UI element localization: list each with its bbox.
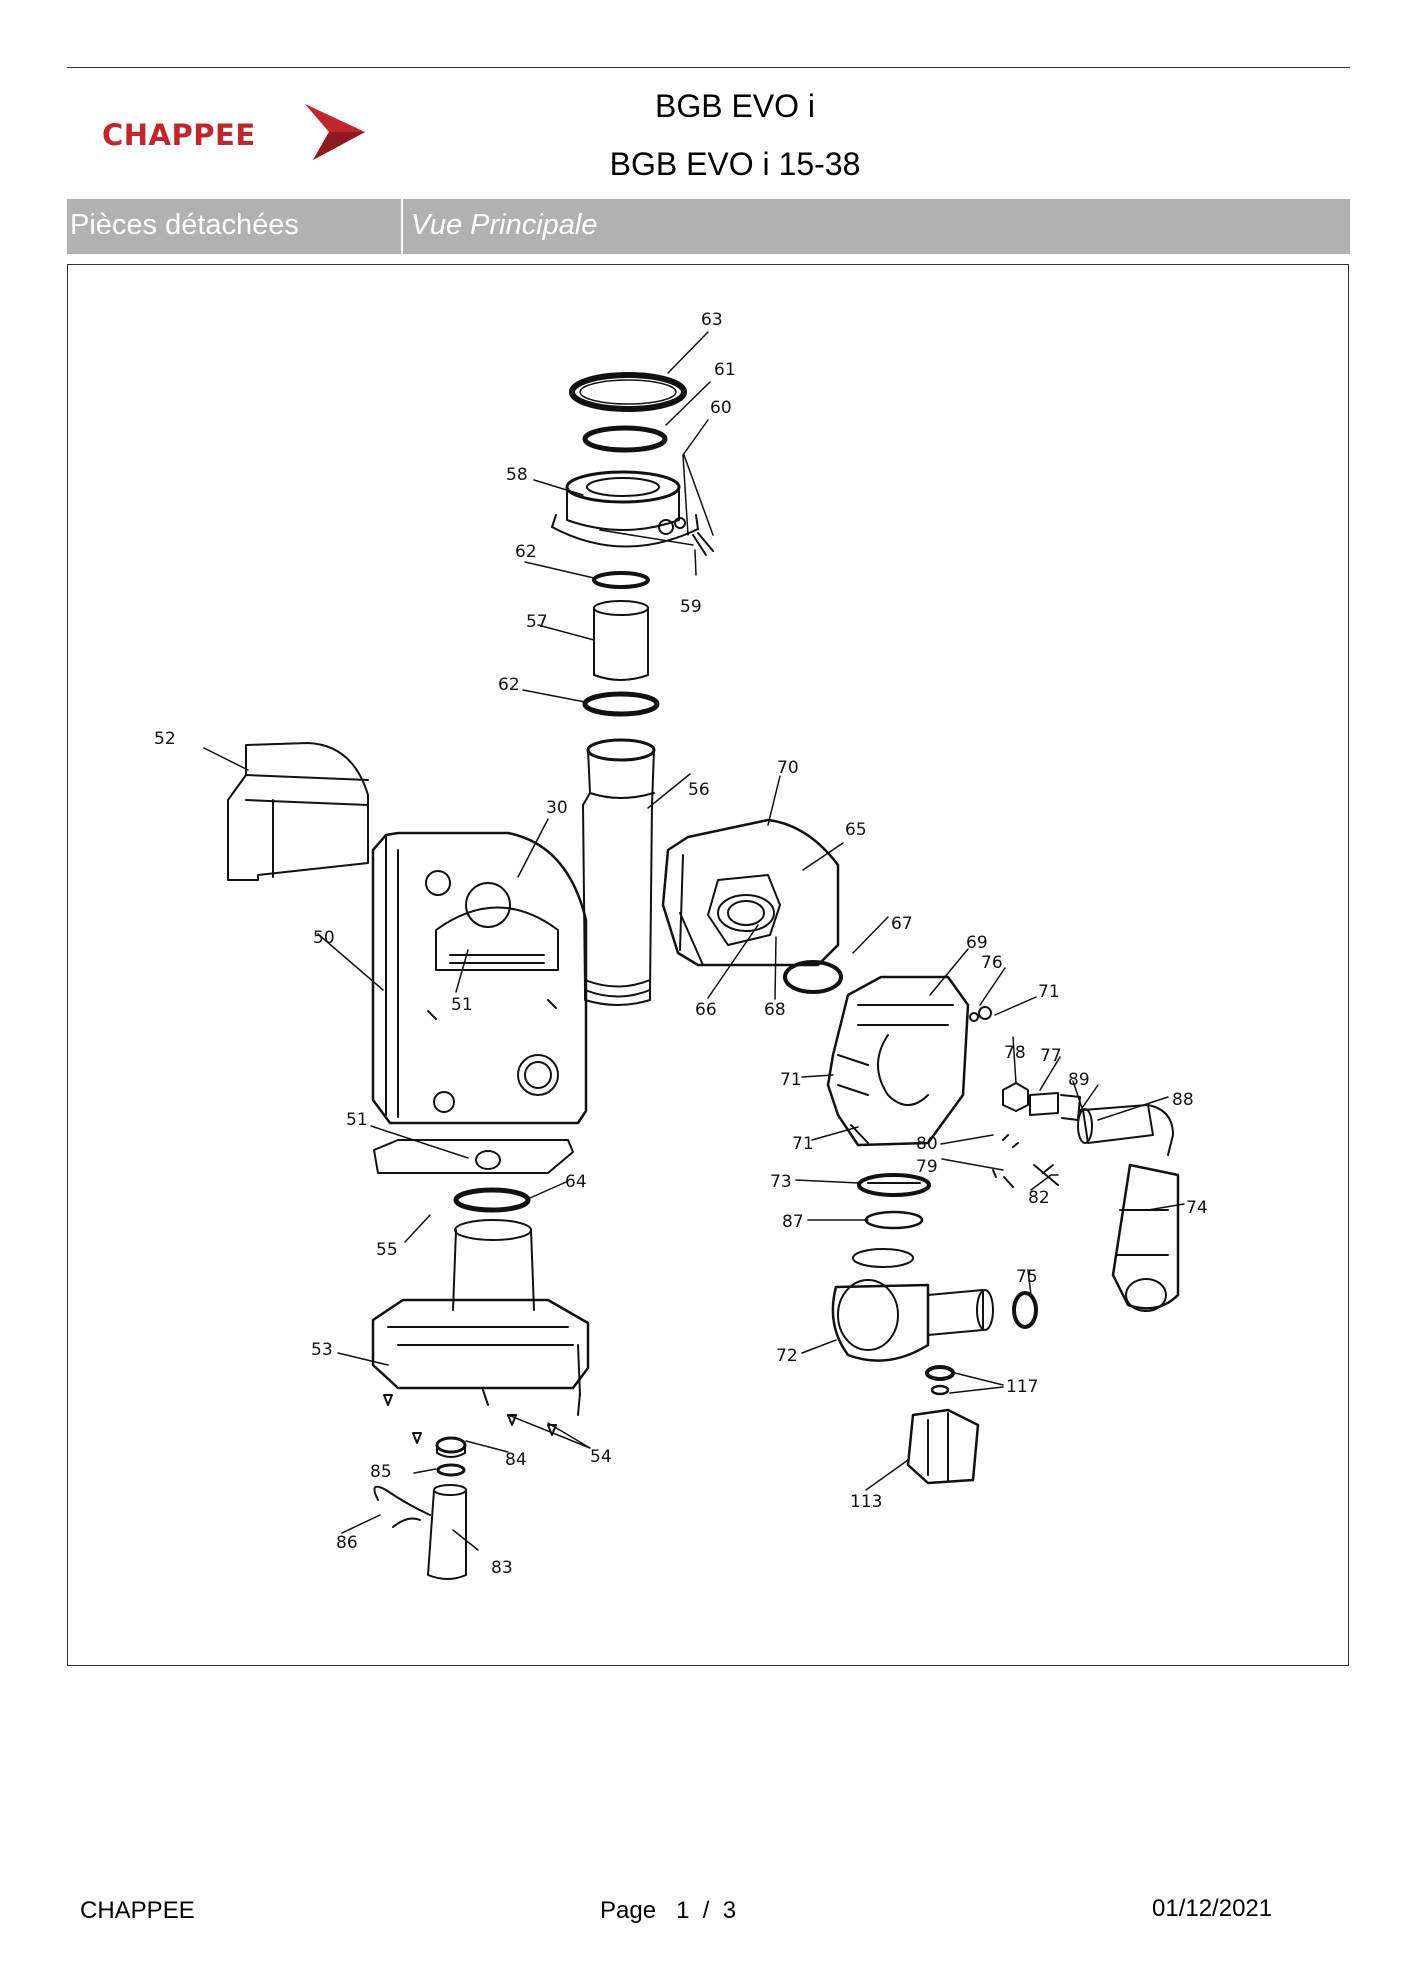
callout-54: 54 bbox=[590, 1447, 612, 1467]
callout-71-left: 71 bbox=[780, 1070, 802, 1090]
callout-77: 77 bbox=[1040, 1046, 1062, 1066]
page-indicator: Page 1 / 3 bbox=[600, 1897, 736, 1925]
callout-71-right: 71 bbox=[1038, 982, 1060, 1002]
air-intake-88 bbox=[1077, 1104, 1174, 1156]
callout-70: 70 bbox=[777, 758, 799, 778]
section-bar: Pièces détachées Vue Principale bbox=[67, 199, 1350, 254]
seal-62-lower bbox=[582, 691, 660, 717]
gasket-67 bbox=[783, 960, 843, 994]
callout-61: 61 bbox=[714, 360, 736, 380]
ring-73 bbox=[857, 1173, 931, 1197]
chevron-logo-icon bbox=[305, 104, 365, 160]
callout-88: 88 bbox=[1172, 1090, 1194, 1110]
seal-ring-63 bbox=[569, 372, 687, 412]
seal-ring-61 bbox=[582, 425, 668, 453]
callout-56: 56 bbox=[688, 780, 710, 800]
view-label: Vue Principale bbox=[411, 209, 598, 241]
heat-exchanger-69 bbox=[826, 975, 970, 1147]
callout-79: 79 bbox=[916, 1157, 938, 1177]
callout-86: 86 bbox=[336, 1533, 358, 1553]
gasket-75 bbox=[1012, 1291, 1038, 1329]
callout-84: 84 bbox=[505, 1450, 527, 1470]
callout-72: 72 bbox=[776, 1346, 798, 1366]
seal-85 bbox=[436, 1463, 466, 1477]
flue-adapter-58 bbox=[551, 470, 714, 556]
callout-80: 80 bbox=[916, 1134, 938, 1154]
flue-tube-57 bbox=[593, 600, 649, 681]
callout-58: 58 bbox=[506, 465, 528, 485]
air-pipe-74 bbox=[1111, 1163, 1180, 1312]
callout-74: 74 bbox=[1186, 1198, 1208, 1218]
exploded-view-frame: 63 61 58 60 62 59 57 62 52 56 70 30 65 5… bbox=[67, 264, 1349, 1666]
callout-50: 50 bbox=[313, 928, 335, 948]
nut-84 bbox=[435, 1436, 467, 1458]
seal-62-upper bbox=[592, 571, 650, 589]
callout-66: 66 bbox=[695, 1000, 717, 1020]
siphon-tube-83 bbox=[427, 1484, 467, 1580]
callout-87: 87 bbox=[782, 1212, 804, 1232]
gasket-55 bbox=[373, 1139, 574, 1174]
leader-lines bbox=[203, 331, 1185, 1551]
page-total: 3 bbox=[722, 1897, 737, 1924]
logo-text: CHAPPEE bbox=[102, 118, 256, 152]
callout-55: 55 bbox=[376, 1240, 398, 1260]
seals-117 bbox=[925, 1365, 955, 1396]
valve-cluster bbox=[969, 1006, 1081, 1188]
siphon-86 bbox=[373, 1485, 431, 1528]
document-subtitle: BGB EVO i 15-38 bbox=[609, 146, 861, 182]
main-casing-50 bbox=[371, 831, 588, 1125]
top-rule bbox=[67, 67, 1350, 68]
page-current: 1 bbox=[676, 1897, 690, 1924]
callout-78: 78 bbox=[1004, 1043, 1026, 1063]
callout-82: 82 bbox=[1028, 1188, 1050, 1208]
callout-69: 69 bbox=[966, 933, 988, 953]
page-label: Page bbox=[600, 1897, 657, 1924]
callout-76: 76 bbox=[981, 953, 1003, 973]
callout-53: 53 bbox=[311, 1340, 333, 1360]
callout-60: 60 bbox=[710, 398, 732, 418]
side-panel-52 bbox=[227, 742, 369, 881]
seal-64 bbox=[453, 1187, 531, 1213]
callout-113: 113 bbox=[850, 1492, 882, 1512]
page-separator: / bbox=[702, 1897, 710, 1924]
callout-51-lower: 51 bbox=[346, 1110, 368, 1130]
callout-52: 52 bbox=[154, 729, 176, 749]
callout-117: 117 bbox=[1006, 1377, 1038, 1397]
callout-83: 83 bbox=[491, 1558, 513, 1578]
flange-65 bbox=[707, 874, 781, 946]
footer-brand: CHAPPEE bbox=[80, 1897, 195, 1924]
fan-72 bbox=[831, 1248, 994, 1362]
section-label: Pièces détachées bbox=[70, 209, 299, 241]
callout-85: 85 bbox=[370, 1462, 392, 1482]
document-title: BGB EVO i bbox=[654, 88, 816, 124]
callout-67: 67 bbox=[891, 914, 913, 934]
callout-30: 30 bbox=[546, 798, 568, 818]
gas-valve-113 bbox=[906, 1408, 980, 1485]
callout-68: 68 bbox=[764, 1000, 786, 1020]
exploded-view-diagram: 63 61 58 60 62 59 57 62 52 56 70 30 65 5… bbox=[154, 310, 1208, 1580]
footer-date: 01/12/2021 bbox=[1152, 1895, 1273, 1922]
callout-75: 75 bbox=[1016, 1267, 1038, 1287]
callout-64: 64 bbox=[565, 1172, 587, 1192]
callout-57: 57 bbox=[526, 612, 548, 632]
callout-63: 63 bbox=[701, 310, 723, 330]
callout-71-lower: 71 bbox=[792, 1134, 814, 1154]
flue-pipe-56 bbox=[582, 738, 656, 1006]
callout-62-lower: 62 bbox=[498, 675, 520, 695]
burner-door-70 bbox=[661, 818, 840, 967]
callout-89: 89 bbox=[1068, 1070, 1090, 1090]
base-tray-53 bbox=[371, 1219, 590, 1396]
callout-59: 59 bbox=[680, 597, 702, 617]
seal-87 bbox=[864, 1210, 924, 1230]
callout-65: 65 bbox=[845, 820, 867, 840]
callout-62-upper: 62 bbox=[515, 542, 537, 562]
callout-73: 73 bbox=[770, 1172, 792, 1192]
callout-51-upper: 51 bbox=[451, 995, 473, 1015]
chappee-logo: CHAPPEE bbox=[100, 100, 370, 168]
screws-54 bbox=[383, 1389, 581, 1444]
section-separator bbox=[401, 199, 403, 254]
